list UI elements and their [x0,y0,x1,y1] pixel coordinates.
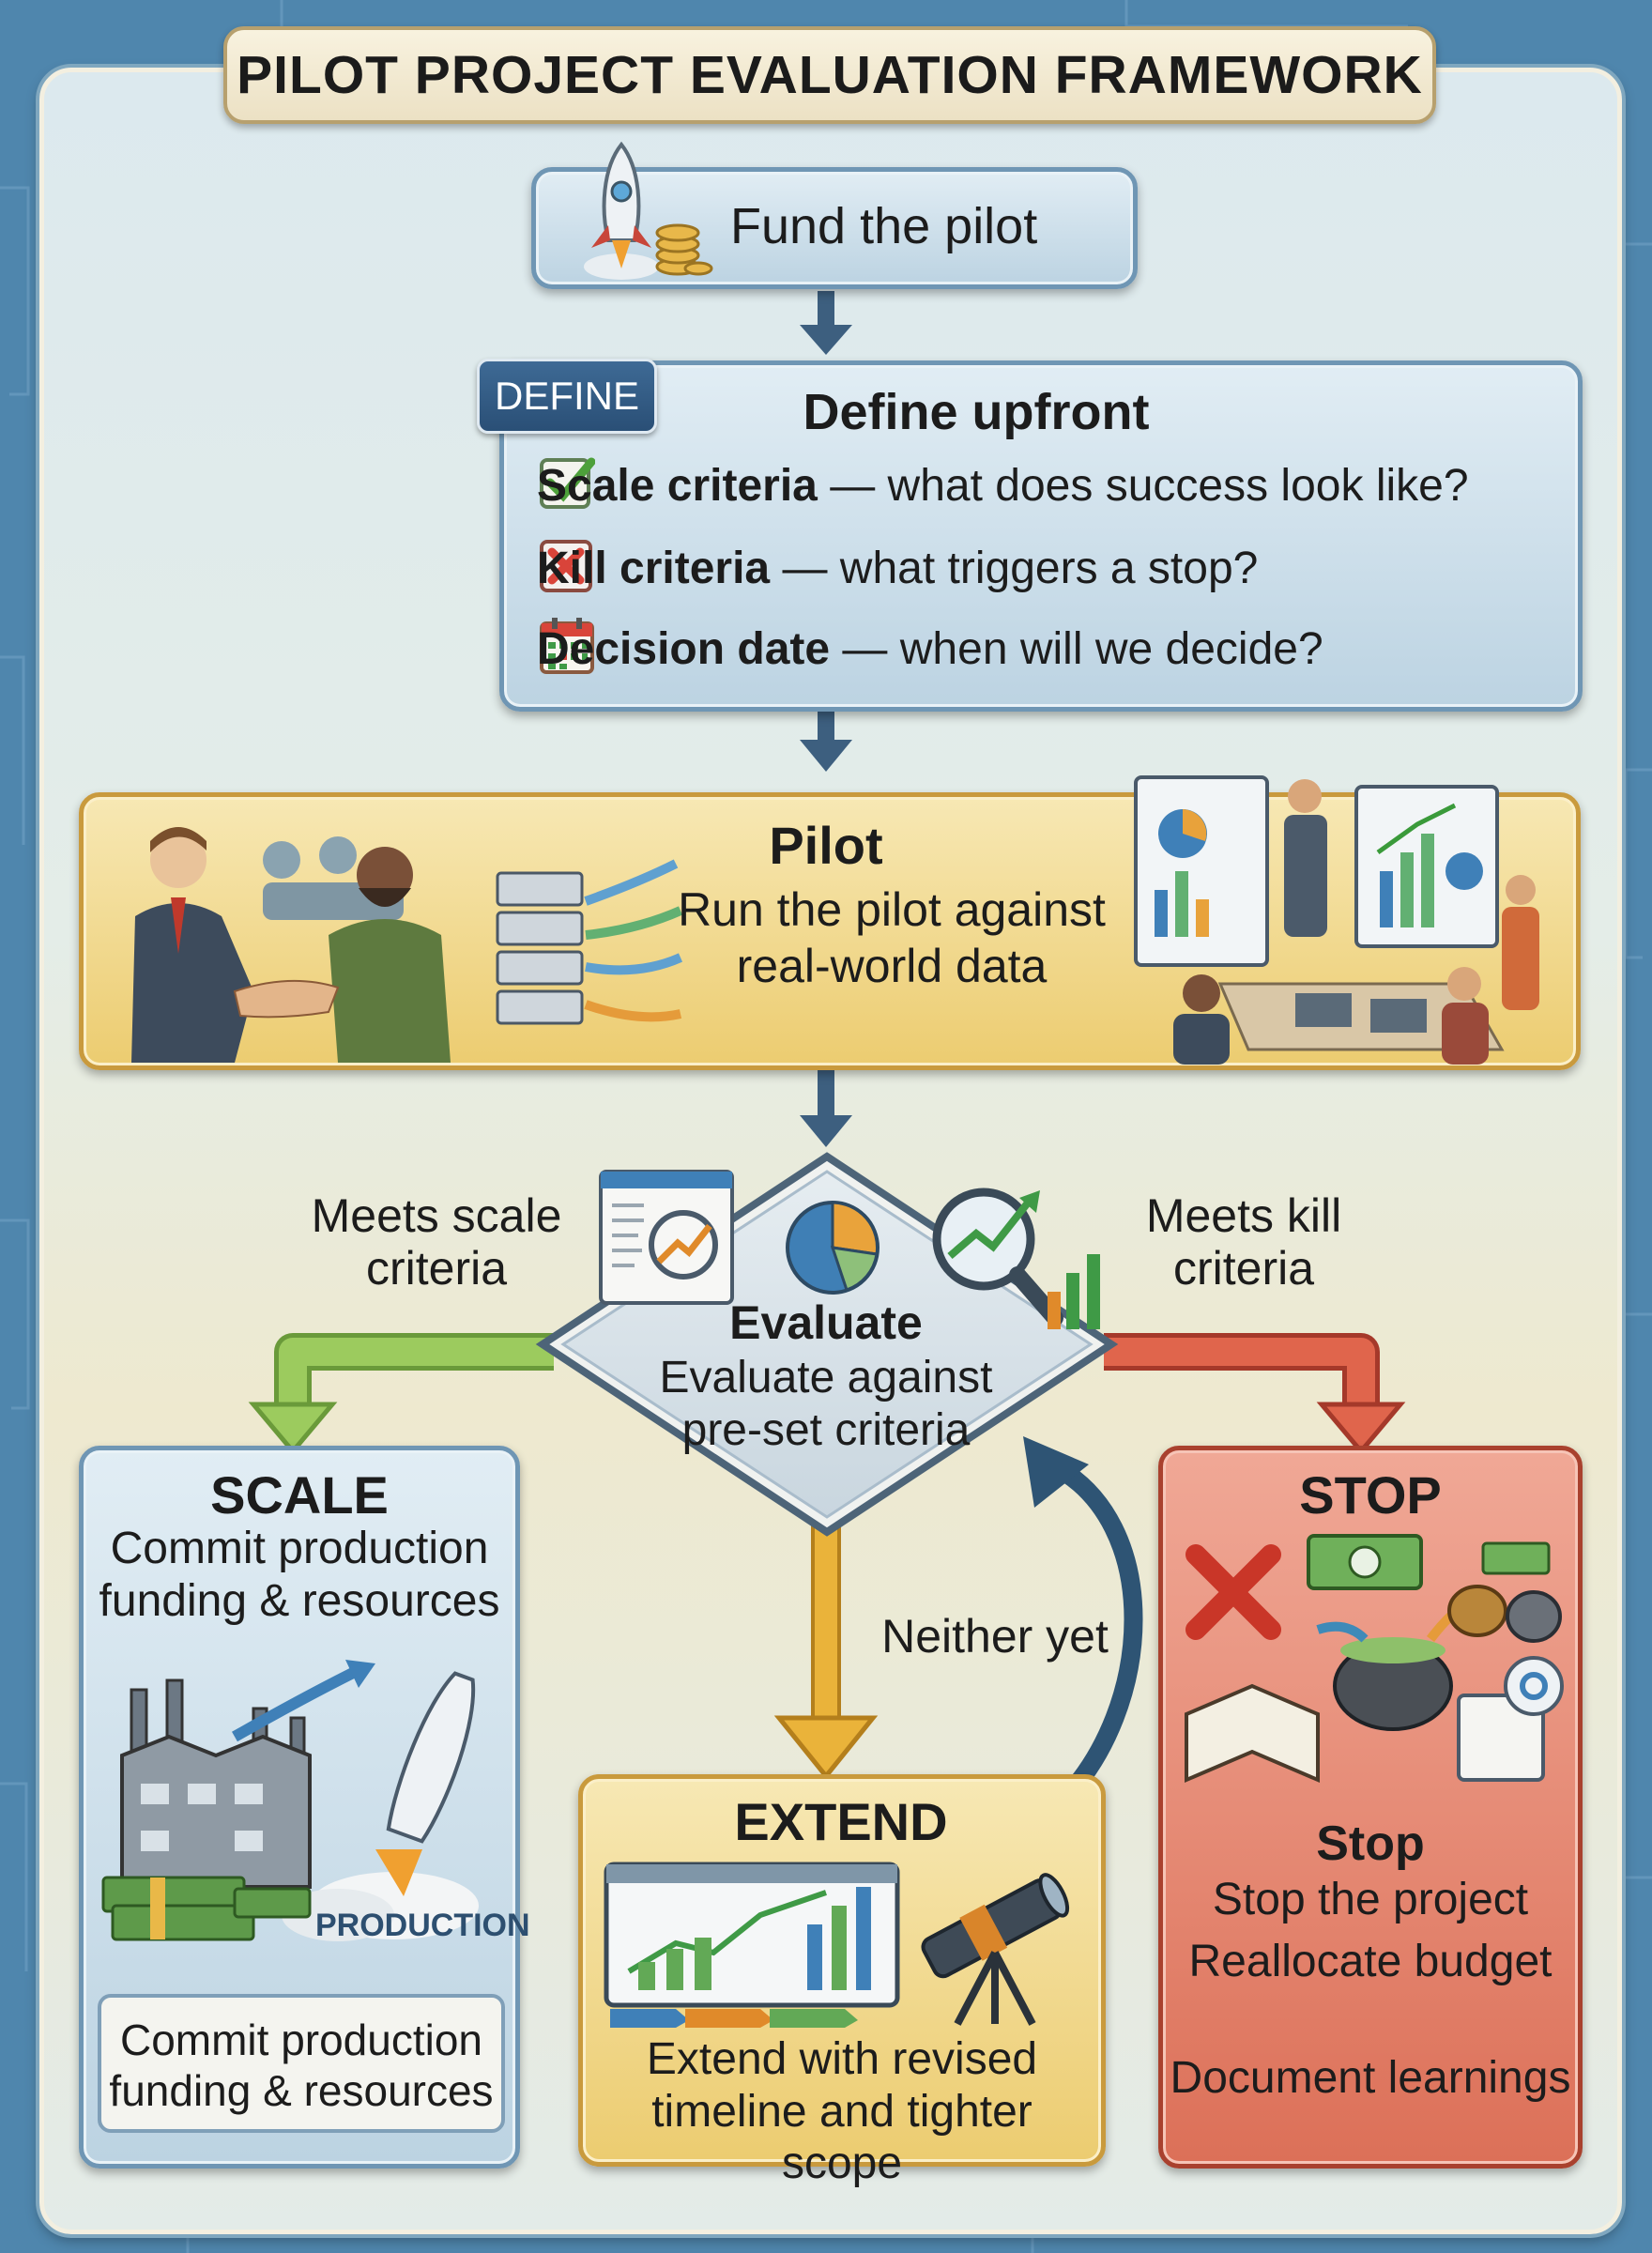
extend-title: EXTEND [635,1791,1048,1852]
stop-subtitle: Stop [1177,1816,1564,1872]
define-title: Define upfront [713,383,1239,441]
kill-branch-label-2: criteria [1089,1241,1399,1295]
neither-yet-label: Neither yet [854,1609,1136,1663]
stop-reallocate-illustration [1177,1526,1571,1799]
kill-criteria-desc: — what triggers a stop? [770,544,1258,593]
decision-date-label: Decision date [537,624,830,674]
scale-summary-line2: funding & resources [103,2065,499,2116]
scale-criteria-label: Scale criteria [537,461,818,511]
scale-line2: funding & resources [88,1575,511,1627]
scale-criteria-row: Scale criteria — what does success look … [537,460,1469,512]
scale-line1: Commit production [88,1523,511,1574]
define-tag: DEFINE [477,359,657,434]
page-title: PILOT PROJECT EVALUATION FRAMEWORK [223,26,1436,124]
pilot-title: Pilot [676,815,976,876]
pilot-line2: real-world data [610,939,1173,993]
kill-criteria-row: Kill criteria — what triggers a stop? [537,543,1258,594]
pilot-line1: Run the pilot against [610,882,1173,937]
kill-criteria-label: Kill criteria [537,544,770,593]
scale-branch-label-2: criteria [282,1241,591,1295]
rocket-coins-icon [574,135,715,285]
stop-line1: Stop the project [1168,1874,1573,1925]
telescope-icon [901,1849,1089,2028]
pie-chart-icon [781,1196,884,1299]
scale-branch-label-1: Meets scale [282,1188,591,1243]
fund-pilot-label: Fund the pilot [730,197,1115,255]
stop-line2: Reallocate budget [1168,1936,1573,1987]
extend-line2: timeline and tighter scope [588,2086,1096,2189]
decision-date-row: Decision date — when will we decide? [537,623,1323,675]
kill-branch-label-1: Meets kill [1089,1188,1399,1243]
scale-criteria-desc: — what does success look like? [818,461,1469,511]
scale-summary-line1: Commit production [103,2015,499,2065]
report-chart-icon [597,1168,738,1309]
evaluate-line1: Evaluate against [620,1352,1032,1403]
stop-line3: Document learnings [1168,2052,1573,2104]
handshake-meeting-illustration [94,804,488,1063]
evaluate-title: Evaluate [676,1295,976,1350]
production-label: PRODUCTION [315,1908,503,1944]
evaluate-line2: pre-set criteria [620,1404,1032,1456]
timeline-chart-icon [601,1859,910,2028]
decision-date-desc: — when will we decide? [830,624,1323,674]
scale-title: SCALE [98,1464,501,1525]
team-analytics-illustration [1126,768,1568,1065]
stop-title: STOP [1177,1464,1564,1525]
extend-line1: Extend with revised [588,2033,1096,2085]
